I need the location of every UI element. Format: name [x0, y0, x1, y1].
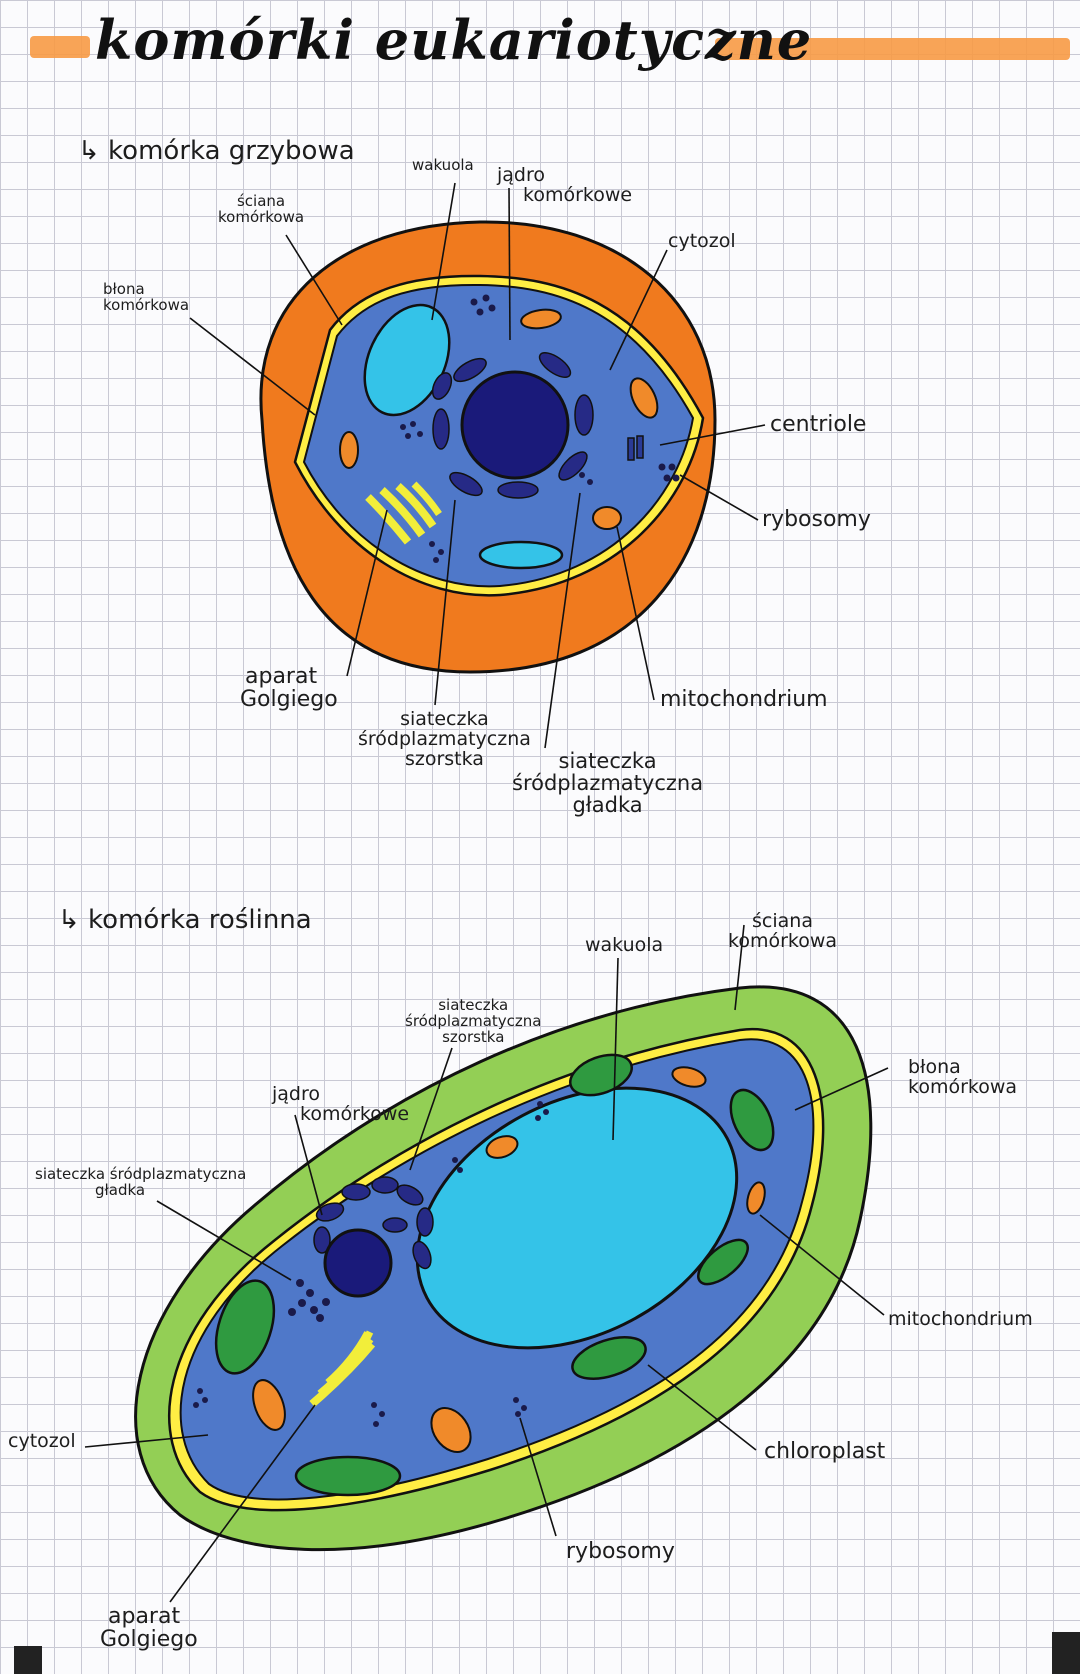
corner-marker-right	[1052, 1632, 1080, 1674]
label-line-1: siateczka	[559, 749, 657, 773]
label-line-3: szorstka	[405, 748, 484, 770]
label-line-3: szorstka	[442, 1028, 504, 1046]
label-line-1: jądro	[272, 1083, 320, 1105]
corner-marker-left	[14, 1646, 42, 1674]
plant-nucleus	[325, 1230, 391, 1296]
label-line-2: komórkowa	[728, 930, 837, 952]
label-line-2: komórkowa	[103, 296, 189, 314]
label-line-1: siateczka	[400, 708, 489, 730]
label-line-1: jądro	[497, 164, 545, 186]
fungal-vacuole-2	[480, 542, 562, 568]
label-line-3: gładka	[572, 793, 642, 817]
fungal-nucleus	[462, 372, 568, 478]
label-line-1: ściana	[752, 910, 813, 932]
label-line-2: komórkowe	[523, 184, 632, 206]
label-line-2: komórkowe	[300, 1103, 409, 1125]
label-line-2: gładka	[95, 1181, 145, 1199]
label-line-1: aparat	[108, 1604, 180, 1629]
label-siateczka-gladka: siateczka śródplazmatyczna gładka	[35, 1167, 246, 1199]
label-line-1: błona	[908, 1056, 961, 1078]
label-siateczka-szorstka: siateczka śródplazmatyczna szorstka	[405, 998, 542, 1045]
label-jadro-komorkowe: jądro komórkowe	[272, 1085, 409, 1125]
label-centriole: centriole	[770, 413, 866, 436]
label-blona-komorkowa: błona komórkowa	[103, 282, 189, 314]
label-mitochondrium: mitochondrium	[888, 1310, 1033, 1330]
label-wakuola: wakuola	[412, 158, 474, 174]
label-line-2: komórkowa	[908, 1076, 1017, 1098]
label-aparat-golgiego: aparat Golgiego	[100, 1605, 198, 1651]
label-cytozol: cytozol	[8, 1432, 76, 1452]
label-line-2: śródplazmatyczna	[358, 728, 531, 750]
label-line-2: Golgiego	[240, 687, 338, 712]
label-line-2: komórkowa	[218, 208, 304, 226]
label-chloroplast: chloroplast	[764, 1440, 885, 1463]
label-wakuola: wakuola	[585, 936, 663, 956]
label-sciana-komorkowa: ściana komórkowa	[218, 194, 304, 226]
label-line-2: śródplazmatyczna	[512, 771, 703, 795]
plant-cell-heading: ↳ komórka roślinna	[58, 905, 312, 935]
label-aparat-golgiego: aparat Golgiego	[240, 665, 338, 711]
label-line-2: Golgiego	[100, 1627, 198, 1652]
label-rybosomy: rybosomy	[566, 1540, 675, 1563]
label-rybosomy: rybosomy	[762, 508, 871, 531]
label-siateczka-szorstka: siateczka śródplazmatyczna szorstka	[358, 710, 531, 770]
label-cytozol: cytozol	[668, 232, 736, 252]
fungal-cell-heading: ↳ komórka grzybowa	[78, 136, 355, 166]
label-siateczka-gladka: siateczka śródplazmatyczna gładka	[512, 750, 703, 816]
label-line-1: aparat	[245, 664, 317, 689]
label-jadro-komorkowe: jądro komórkowe	[497, 166, 632, 206]
label-blona-komorkowa: błona komórkowa	[908, 1058, 1017, 1098]
label-sciana-komorkowa: ściana komórkowa	[728, 912, 837, 952]
label-mitochondrium: mitochondrium	[660, 688, 828, 711]
